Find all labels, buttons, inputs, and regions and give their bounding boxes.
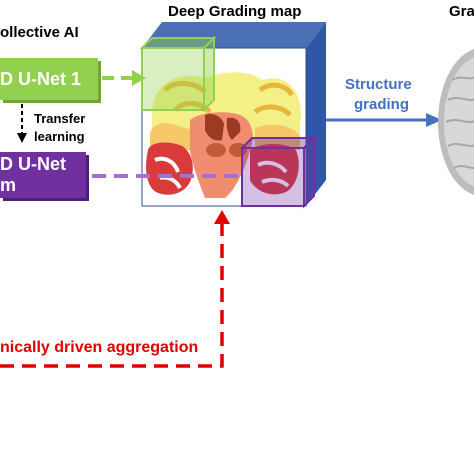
unet-1-label: D U-Net 1: [0, 68, 82, 89]
transfer-learning-label-line1: Transfer: [34, 111, 86, 126]
purple-patch-cube: [239, 135, 317, 209]
aggregation-arrow: [0, 210, 230, 368]
structure-grading-arrow: [326, 113, 442, 127]
transfer-learning-label-line2: learning: [34, 129, 85, 144]
unet-m-box: D U-Net m: [0, 152, 86, 198]
unet-m-label: D U-Net m: [0, 154, 66, 195]
grading-title-partial: Gra: [449, 3, 474, 20]
collective-ai-title: ollective AI: [0, 24, 79, 41]
unet-1-box: D U-Net 1: [0, 58, 98, 100]
aggregation-label: nically driven aggregation: [0, 339, 199, 356]
structure-grading-label-line2: grading: [354, 96, 409, 113]
green-patch-cube: [139, 35, 217, 113]
structure-grading-label-line1: Structure: [345, 76, 412, 93]
deep-grading-map-title: Deep Grading map: [168, 3, 302, 20]
transfer-learning-arrow: [17, 104, 27, 143]
brain-3d-render: [438, 49, 474, 195]
unet1-to-map-arrow: [102, 70, 146, 86]
cube-top-face: [142, 22, 326, 48]
cube-right-face: [306, 22, 326, 206]
